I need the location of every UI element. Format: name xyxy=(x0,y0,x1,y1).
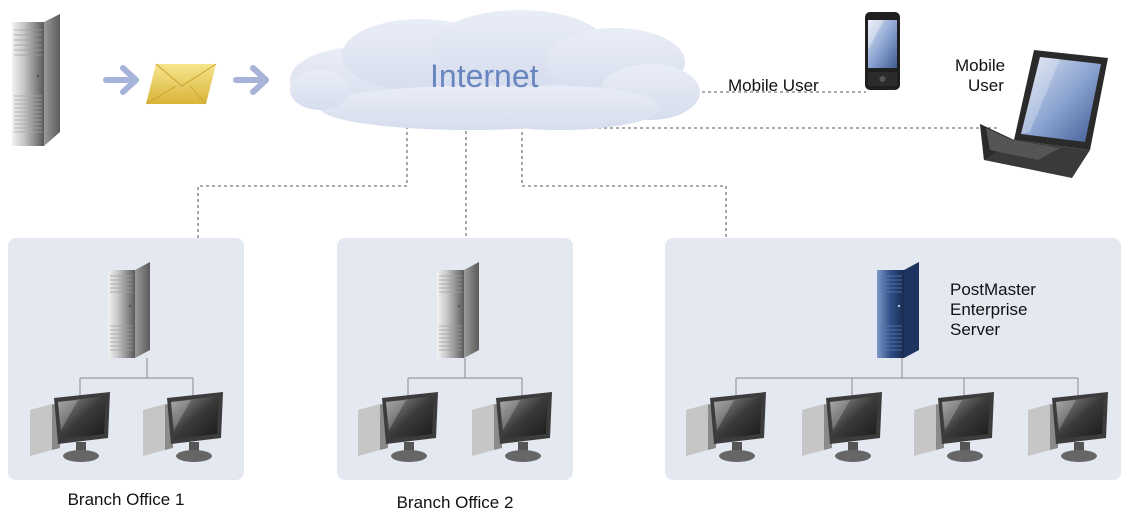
branch-1-server-icon xyxy=(108,262,150,358)
mobile-user-phone-label: Mobile User xyxy=(728,76,819,95)
branch-office-1-label: Branch Office 1 xyxy=(67,490,185,509)
postmaster-server-icon xyxy=(877,262,919,358)
smartphone-icon xyxy=(865,12,900,90)
arrow-right-icon xyxy=(103,65,139,95)
mobile-user-laptop-label-line1: Mobile xyxy=(955,56,1006,75)
headquarters-panel xyxy=(665,238,1121,480)
dotted-connections xyxy=(197,91,1000,238)
branch-2-server-icon xyxy=(437,262,479,358)
envelope-icon xyxy=(145,63,217,105)
mobile-user-laptop-label-line2: User xyxy=(968,76,1004,95)
laptop-icon xyxy=(980,50,1108,178)
mobile-user-laptop-label: Mobile User xyxy=(955,56,1005,96)
postmaster-label-line2: Enterprise xyxy=(950,300,1028,319)
arrow-right-icon xyxy=(233,65,269,95)
lan-lines xyxy=(79,358,1079,398)
internet-cloud xyxy=(290,10,700,130)
postmaster-label: PostMaster Enterprise Server xyxy=(950,280,1036,340)
internet-label: Internet xyxy=(430,58,539,94)
workstation-icon xyxy=(30,392,110,462)
sender-server-icon xyxy=(12,14,60,146)
postmaster-label-line3: Server xyxy=(950,320,1001,339)
postmaster-label-line1: PostMaster xyxy=(950,280,1036,299)
branch-office-2-label: Branch Office 2 xyxy=(396,493,514,512)
